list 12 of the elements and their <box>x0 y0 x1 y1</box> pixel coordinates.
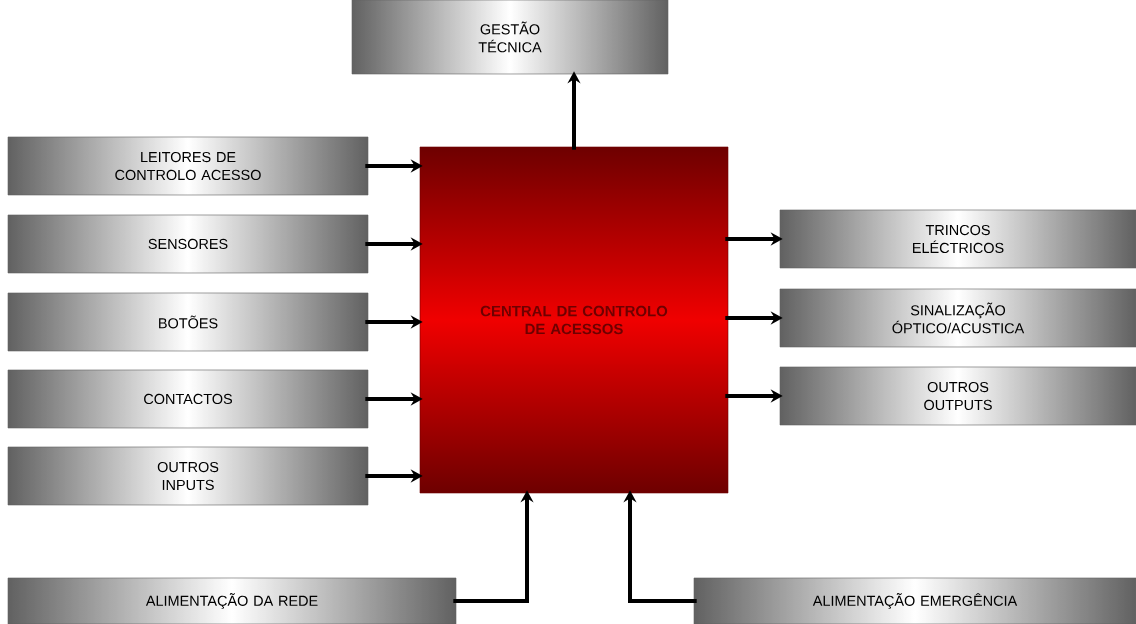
device-box: ALIMENTAÇÃO DA REDE <box>7 577 457 624</box>
device-box: LEITORES DE CONTROLO ACESSO <box>7 136 369 196</box>
device-box: BOTÕES <box>7 292 369 352</box>
device-box: GESTÃO TÉCNICA <box>351 0 669 75</box>
device-box: CONTACTOS <box>7 369 369 429</box>
device-box: ALIMENTAÇÃO EMERGÊNCIA <box>693 577 1136 624</box>
device-box: SENSORES <box>7 214 369 274</box>
device-box: OUTROS INPUTS <box>7 446 369 506</box>
device-box: TRINCOS ELÉCTRICOS <box>779 209 1136 269</box>
device-box: OUTROS OUTPUTS <box>779 366 1136 426</box>
device-box: SINALIZAÇÃO ÓPTICO/ACUSTICA <box>779 288 1136 348</box>
control-unit-box: CENTRAL DE CONTROLO DE ACESSOS <box>419 146 729 494</box>
